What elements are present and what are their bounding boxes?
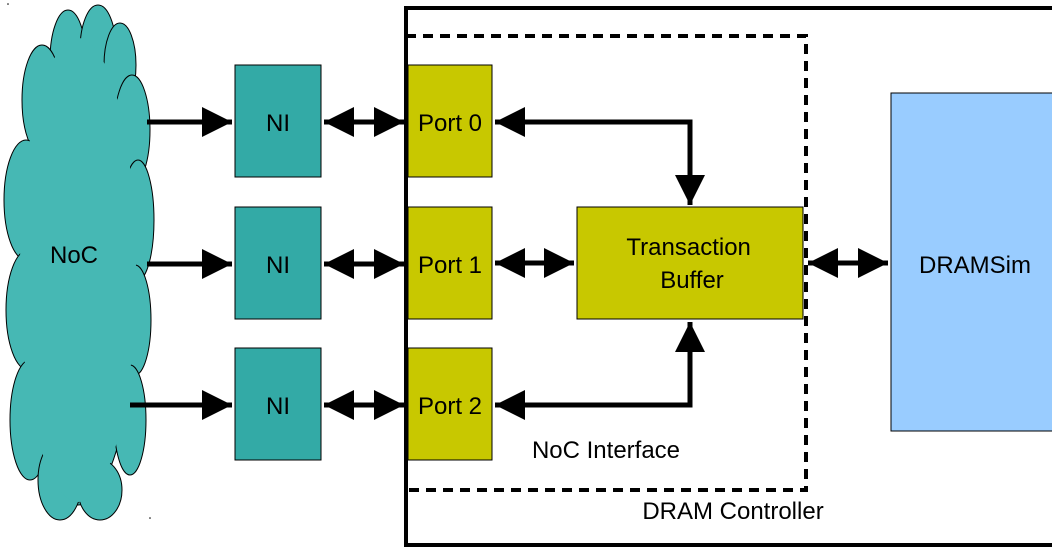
speck-dot	[149, 517, 151, 519]
noc-cloud	[3, 4, 155, 521]
port-box-0	[407, 64, 493, 178]
ni-1-label: NI	[266, 252, 290, 279]
ni-box-1	[234, 206, 322, 320]
port-0-label: Port 0	[418, 110, 482, 137]
ni-0-label: NI	[266, 110, 290, 137]
speck-dot	[7, 3, 9, 5]
dramsim-box	[890, 92, 1052, 432]
noc-label: NoC	[50, 242, 98, 269]
port-2-label: Port 2	[418, 393, 482, 420]
transaction-buffer-line-1: Transaction	[626, 234, 751, 261]
ni-box-0	[234, 64, 322, 178]
dram-controller-label: DRAM Controller	[642, 498, 823, 525]
transaction-buffer-label: Transaction Buffer	[626, 234, 757, 294]
noc-interface-label: NoC Interface	[532, 437, 680, 464]
port-2-buffer-arrow	[495, 322, 705, 420]
port-0-buffer-arrow	[495, 107, 705, 205]
noc-interface-box	[404, 34, 808, 492]
dramsim-label: DRAMSim	[919, 252, 1031, 279]
port-box-1	[407, 206, 493, 320]
transaction-buffer-line-2: Buffer	[660, 267, 724, 294]
port-box-2	[407, 347, 493, 461]
ni-box-2	[234, 347, 322, 461]
transaction-buffer-box	[576, 206, 804, 320]
port-1-label: Port 1	[418, 252, 482, 279]
ni-2-label: NI	[266, 393, 290, 420]
